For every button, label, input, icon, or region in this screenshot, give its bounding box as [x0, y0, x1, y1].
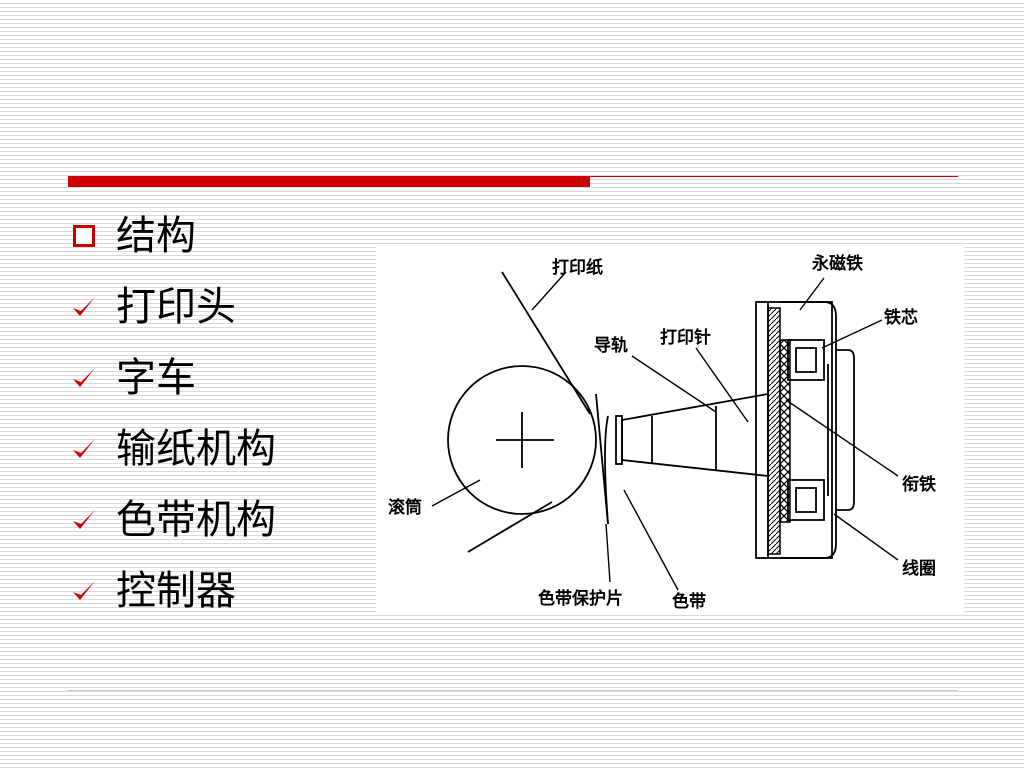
- label-guide: 导轨: [594, 335, 628, 356]
- check-icon: [64, 563, 104, 619]
- label-ribbon-guard: 色带保护片: [538, 588, 623, 609]
- check-icon: [64, 350, 104, 406]
- label-pin: 打印针: [660, 327, 711, 348]
- bullet-text: 控制器: [116, 568, 236, 614]
- print-head-diagram: 打印纸 永磁铁 铁芯 导轨 打印针 衔铁 滚筒 线圈 色带保护片 色带: [376, 244, 964, 614]
- check-icon: [64, 279, 104, 335]
- title-accent-bar: [68, 176, 590, 187]
- armature: [779, 339, 791, 523]
- square-bullet-icon: [64, 208, 104, 264]
- label-roller: 滚筒: [388, 497, 422, 518]
- check-icon: [64, 492, 104, 548]
- label-armature: 衔铁: [902, 474, 936, 495]
- label-coil: 线圈: [902, 558, 936, 579]
- label-core: 铁芯: [884, 307, 918, 328]
- title-accent-line: [590, 176, 958, 177]
- footer-divider: [68, 690, 958, 691]
- ribbon: [604, 415, 609, 525]
- check-icon: [64, 421, 104, 477]
- permanent-magnet: [767, 307, 781, 555]
- bullet-text: 打印头: [116, 284, 236, 330]
- bullet-text: 字车: [116, 355, 196, 401]
- label-ribbon: 色带: [672, 591, 706, 612]
- bullet-text: 色带机构: [116, 497, 276, 543]
- bullet-text: 输纸机构: [116, 426, 276, 472]
- label-paper: 打印纸: [552, 257, 603, 278]
- roller-drum: [447, 365, 597, 515]
- bullet-text: 结构: [116, 213, 196, 259]
- label-magnet: 永磁铁: [811, 253, 863, 274]
- paper-sheet: [501, 271, 591, 415]
